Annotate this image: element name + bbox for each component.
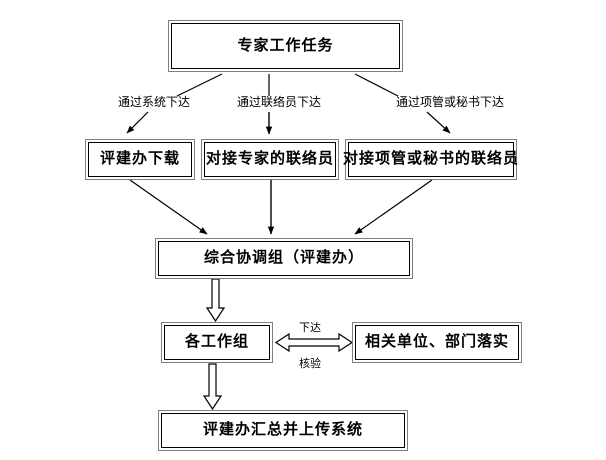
block-arrow-workgroups-to-summary xyxy=(202,363,223,411)
edge-branch-left-to-coordination xyxy=(129,179,208,235)
edge-branch-right-to-coordination xyxy=(354,179,433,235)
node-label-work-groups: 各工作组 xyxy=(184,334,249,350)
node-label-expert-work-task: 专家工作任务 xyxy=(237,37,334,54)
node-label-pm-secretary-liaison: 对接项管或秘书的联络员 xyxy=(343,151,520,167)
node-related-units[interactable]: 相关单位、部门落实 xyxy=(352,322,522,363)
node-expert-work-task[interactable]: 专家工作任务 xyxy=(168,20,403,72)
edge-label-verify: 核验 xyxy=(299,358,321,370)
edge-label-via-pm-secretary: 通过项管或秘书下达 xyxy=(396,95,505,109)
node-label-summary-upload: 评建办汇总并上传系统 xyxy=(202,422,363,438)
node-pm-secretary-liaison[interactable]: 对接项管或秘书的联络员 xyxy=(343,139,520,180)
node-label-expert-liaison: 对接专家的联络员 xyxy=(205,151,334,167)
node-expert-liaison[interactable]: 对接专家的联络员 xyxy=(201,139,339,180)
edge-label-assign: 下达 xyxy=(299,322,321,334)
node-label-pingjianban-download: 评建办下载 xyxy=(99,151,180,167)
node-pingjianban-download[interactable]: 评建办下载 xyxy=(85,139,195,180)
node-work-groups[interactable]: 各工作组 xyxy=(161,322,273,363)
node-label-coordination-group: 综合协调组（评建办） xyxy=(203,250,364,266)
edge-label-via-system: 通过系统下达 xyxy=(118,95,191,109)
edge-label-via-liaison: 通过联络员下达 xyxy=(237,95,322,109)
block-arrow-coordination-to-workgroups xyxy=(205,278,226,323)
node-label-related-units: 相关单位、部门落实 xyxy=(364,334,509,350)
block-arrow-double-workgroups-units xyxy=(274,332,354,353)
node-coordination-group[interactable]: 综合协调组（评建办） xyxy=(155,238,413,279)
node-summary-upload[interactable]: 评建办汇总并上传系统 xyxy=(158,410,408,451)
